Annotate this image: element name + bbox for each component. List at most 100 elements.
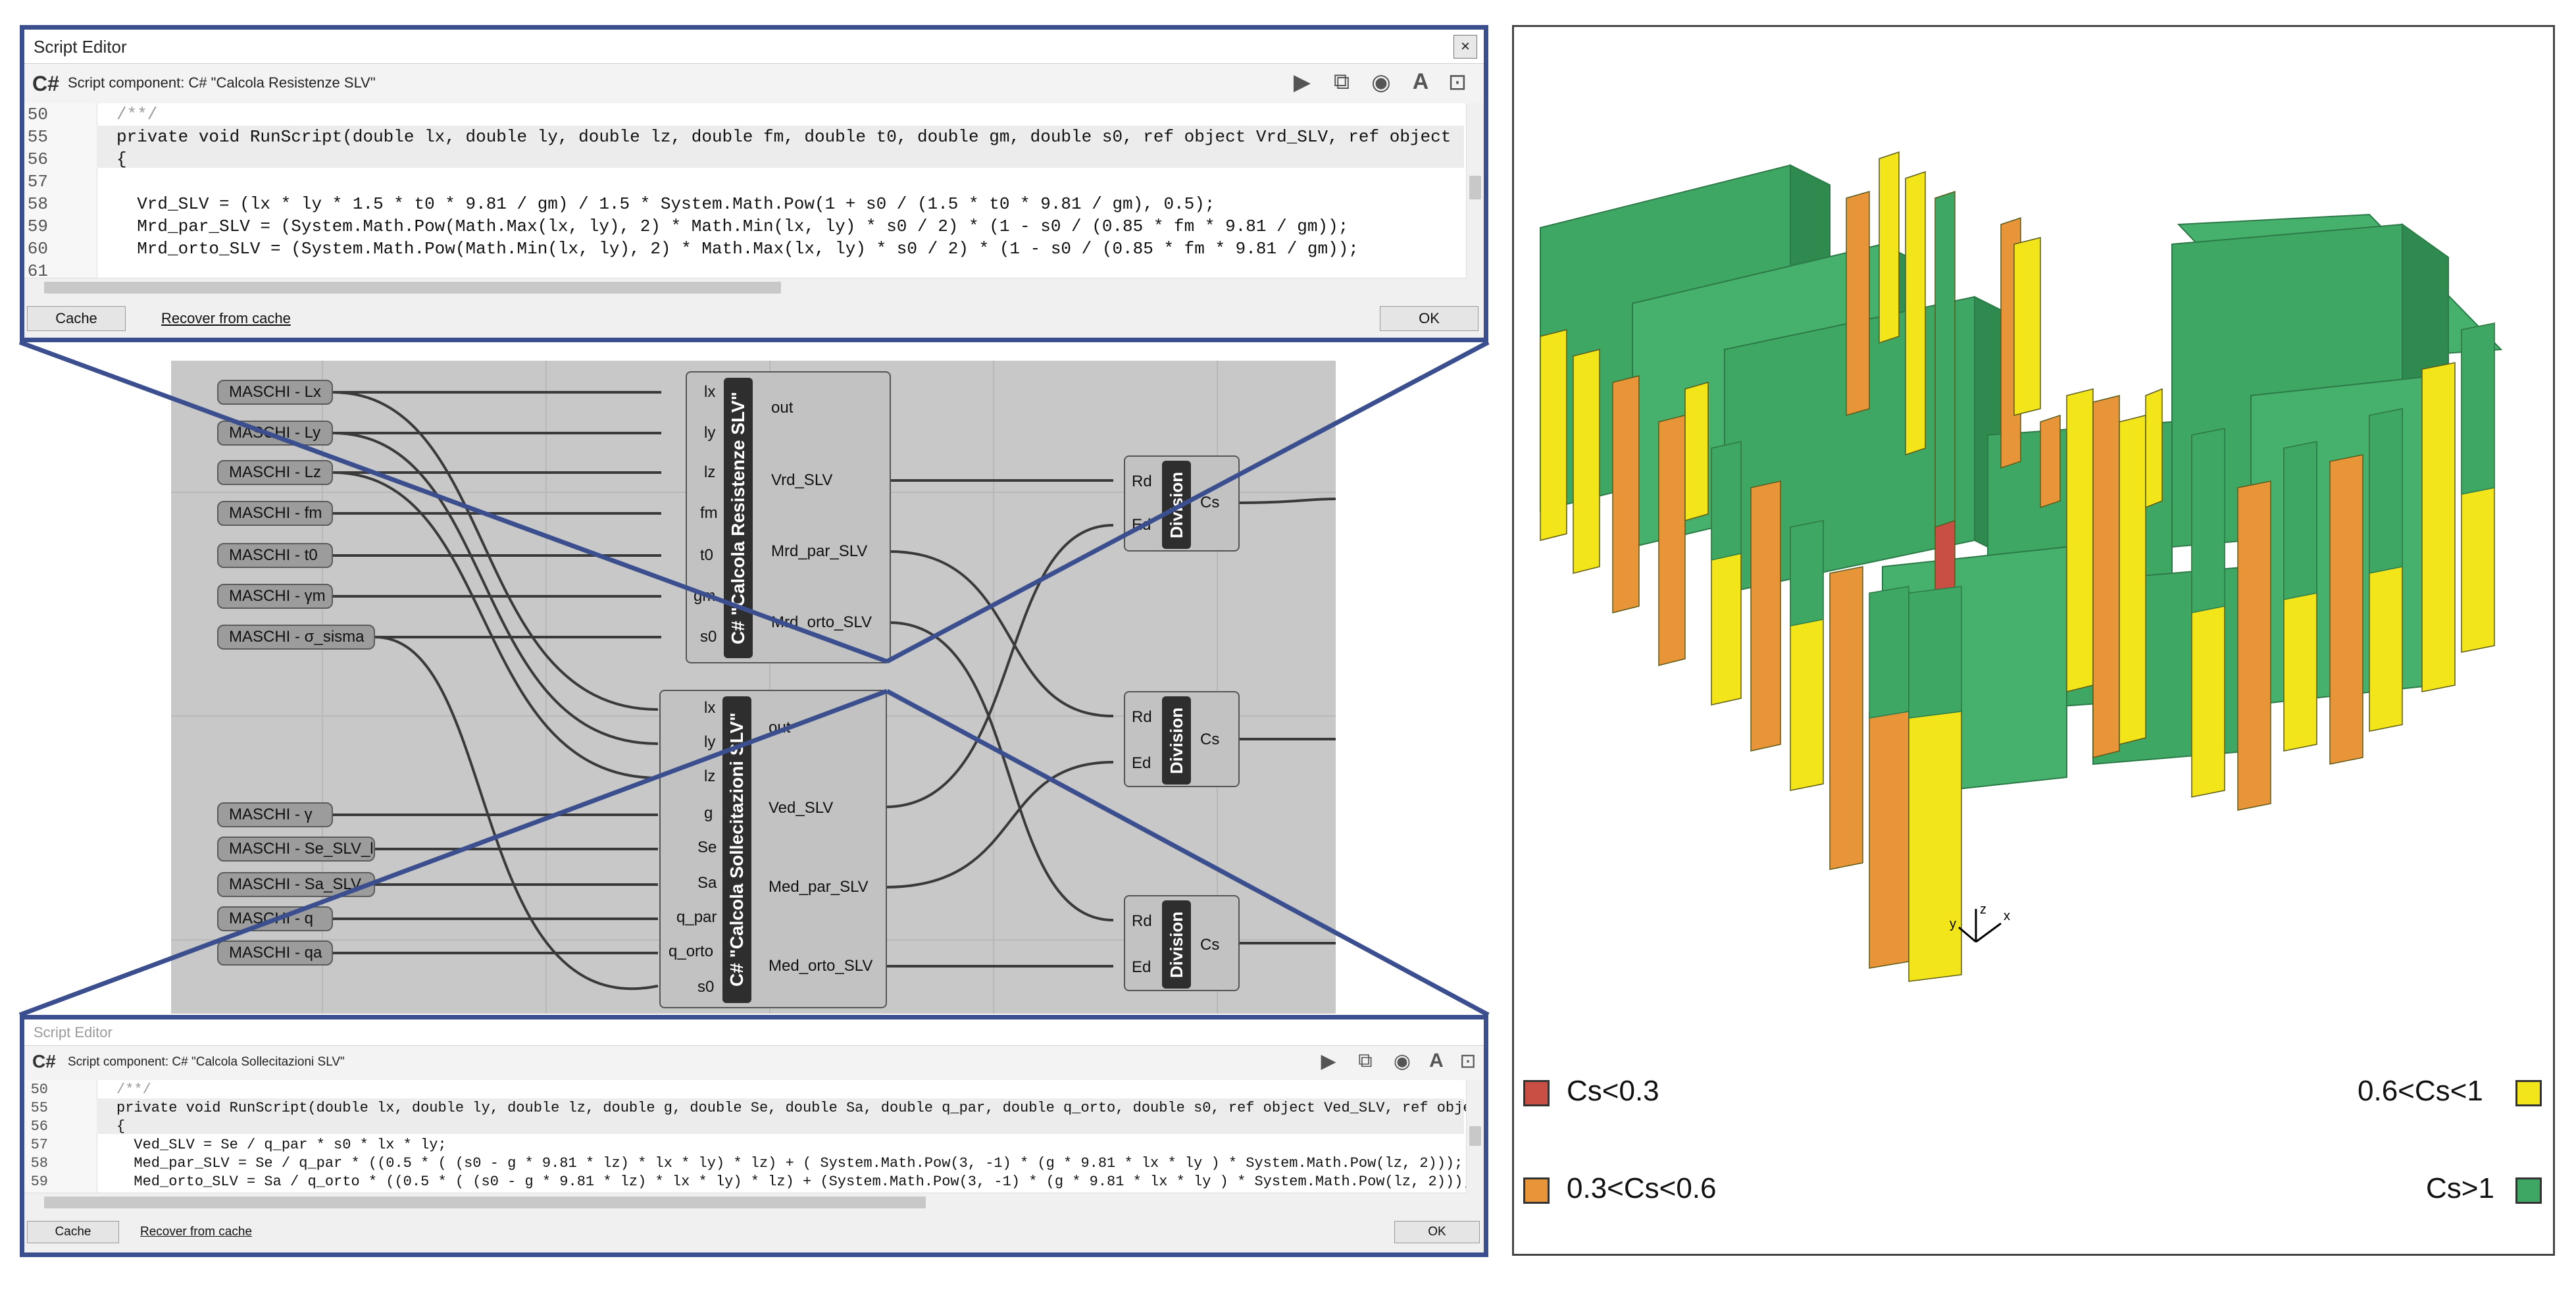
building-3d-model <box>1540 151 2503 982</box>
component-calcola-resistenze[interactable]: C# "Calcola Resistenze SLV" lx ly lz fm … <box>686 371 891 663</box>
input-port[interactable]: g <box>704 804 713 822</box>
horizontal-scrollbar[interactable] <box>24 278 1467 297</box>
input-port[interactable]: q_par <box>676 908 717 926</box>
input-port[interactable]: lx <box>704 699 716 717</box>
input-port[interactable]: t0 <box>700 546 714 564</box>
division-component-2[interactable]: Division Rd Ed Cs <box>1124 691 1240 787</box>
input-port[interactable]: gm <box>694 587 716 605</box>
cache-button[interactable]: Cache <box>27 1221 119 1243</box>
code-line: { <box>116 1118 126 1135</box>
input-port-rd[interactable]: Rd <box>1132 708 1152 726</box>
output-port[interactable]: Mrd_orto_SLV <box>771 613 872 631</box>
code-line: private void RunScript(double lx, double… <box>116 1100 1480 1116</box>
code-line: Med_par_SLV = Se / q_par * ((0.5 * ( (s0… <box>116 1155 1463 1172</box>
output-port[interactable]: Med_orto_SLV <box>769 957 873 975</box>
cache-icon[interactable]: ⧉ <box>1333 69 1350 94</box>
input-port[interactable]: s0 <box>700 628 717 646</box>
output-port[interactable]: Vrd_SLV <box>771 471 833 489</box>
vertical-scrollbar[interactable] <box>1466 103 1484 297</box>
input-port[interactable]: ly <box>704 424 716 442</box>
input-port-rd[interactable]: Rd <box>1132 473 1152 490</box>
input-port[interactable]: fm <box>700 504 718 522</box>
ok-button[interactable]: OK <box>1380 306 1478 331</box>
component-calcola-sollecitazioni[interactable]: C# "Calcola Sollecitazioni SLV" lx ly lz… <box>659 690 887 1008</box>
font-icon[interactable]: A <box>1412 69 1429 94</box>
font-icon[interactable]: A <box>1429 1050 1444 1071</box>
output-port[interactable]: out <box>771 399 794 417</box>
param-maschi-gamma-m[interactable]: MASCHI - γm <box>217 584 333 609</box>
param-maschi-t0[interactable]: MASCHI - t0 <box>217 543 333 568</box>
ok-button[interactable]: OK <box>1394 1221 1480 1243</box>
division-title-bar: Division <box>1162 696 1191 785</box>
line-number: 58 <box>30 1155 48 1172</box>
division-title: Division <box>1167 707 1186 774</box>
output-port-cs[interactable]: Cs <box>1200 936 1220 954</box>
input-port[interactable]: Sa <box>697 874 717 892</box>
division-component-1[interactable]: Division Rd Ed Cs <box>1124 455 1240 552</box>
input-port[interactable]: lz <box>704 463 716 481</box>
input-port-ed[interactable]: Ed <box>1132 516 1151 534</box>
param-maschi-sa[interactable]: MASCHI - Sa_SLV <box>217 872 375 897</box>
param-maschi-lz[interactable]: MASCHI - Lz <box>217 460 333 485</box>
fit-icon[interactable]: ⊡ <box>1448 70 1467 95</box>
input-port[interactable]: s0 <box>697 978 715 996</box>
input-port-ed[interactable]: Ed <box>1132 754 1151 772</box>
component-title-bar: C# "Calcola Sollecitazioni SLV" <box>722 696 751 1003</box>
code-line: Mrd_par_SLV = (System.Math.Pow(Math.Max(… <box>116 217 1349 236</box>
input-port[interactable]: lx <box>704 383 716 401</box>
recover-from-cache-link[interactable]: Recover from cache <box>140 1225 253 1239</box>
param-maschi-qa[interactable]: MASCHI - qa <box>217 941 333 966</box>
param-maschi-q[interactable]: MASCHI - q <box>217 906 333 931</box>
legend-label-cs-gt-1: Cs>1 <box>2426 1172 2494 1204</box>
legend-swatch-yellow <box>2515 1080 2542 1106</box>
legend-swatch-red <box>1523 1080 1550 1106</box>
line-number: 60 <box>27 239 48 259</box>
param-maschi-fm[interactable]: MASCHI - fm <box>217 501 333 526</box>
close-button[interactable]: × <box>1453 35 1477 59</box>
input-port-ed[interactable]: Ed <box>1132 958 1151 976</box>
line-number: 57 <box>30 1137 48 1153</box>
horizontal-scrollbar[interactable] <box>24 1193 1467 1212</box>
cache-button[interactable]: Cache <box>27 306 126 331</box>
output-port[interactable]: Mrd_par_SLV <box>771 542 868 560</box>
code-area[interactable]: 50 /**/ 55 private void RunScript(double… <box>24 1080 1484 1212</box>
eye-icon[interactable]: ◉ <box>1371 70 1391 95</box>
input-port[interactable]: lz <box>704 767 716 785</box>
input-port[interactable]: ly <box>704 733 716 751</box>
editor-window-title: Script Editor <box>24 30 1484 64</box>
param-maschi-sigma-sisma[interactable]: MASCHI - σ_sisma <box>217 625 375 650</box>
component-title: C# "Calcola Sollecitazioni SLV" <box>726 712 747 987</box>
vertical-scrollbar[interactable] <box>1466 1080 1484 1212</box>
eye-icon[interactable]: ◉ <box>1393 1050 1411 1072</box>
line-number: 55 <box>27 127 48 147</box>
output-port[interactable]: out <box>769 719 791 736</box>
play-icon[interactable]: ▶ <box>1293 70 1311 95</box>
param-maschi-ly[interactable]: MASCHI - Ly <box>217 421 333 446</box>
code-area[interactable]: 50 /**/ 55 private void RunScript(double… <box>24 103 1484 297</box>
line-number: 50 <box>27 105 48 124</box>
output-port-cs[interactable]: Cs <box>1200 494 1220 511</box>
output-port[interactable]: Ved_SLV <box>769 799 834 817</box>
param-maschi-lx[interactable]: MASCHI - Lx <box>217 380 333 405</box>
grasshopper-canvas[interactable]: MASCHI - Lx MASCHI - Ly MASCHI - Lz MASC… <box>171 361 1336 1014</box>
current-line-highlight <box>97 1098 1464 1134</box>
cache-icon[interactable]: ⧉ <box>1358 1050 1373 1071</box>
legend-swatch-orange <box>1523 1177 1550 1204</box>
recover-from-cache-link[interactable]: Recover from cache <box>161 310 291 326</box>
output-port-cs[interactable]: Cs <box>1200 731 1220 748</box>
param-maschi-se[interactable]: MASCHI - Se_SLV_l <box>217 837 375 862</box>
input-port-rd[interactable]: Rd <box>1132 912 1152 930</box>
param-maschi-gamma[interactable]: MASCHI - γ <box>217 802 333 827</box>
input-port[interactable]: q_orto <box>669 942 714 960</box>
play-icon[interactable]: ▶ <box>1321 1050 1336 1072</box>
csharp-logo-icon: C# <box>32 1051 56 1071</box>
division-component-3[interactable]: Division Rd Ed Cs <box>1124 895 1240 991</box>
line-number: 50 <box>30 1081 48 1098</box>
output-port[interactable]: Med_par_SLV <box>769 878 869 896</box>
legend-label-cs-03-06: 0.3<Cs<0.6 <box>1567 1172 1717 1204</box>
input-port[interactable]: Se <box>697 838 717 856</box>
editor-toolbar: C# Script component: C# "Calcola Solleci… <box>24 1046 1484 1081</box>
legend-label-cs-06-1: 0.6<Cs<1 <box>2358 1075 2483 1107</box>
fit-icon[interactable]: ⊡ <box>1459 1050 1477 1072</box>
component-label: Script component: C# "Calcola Sollecitaz… <box>68 1055 345 1069</box>
